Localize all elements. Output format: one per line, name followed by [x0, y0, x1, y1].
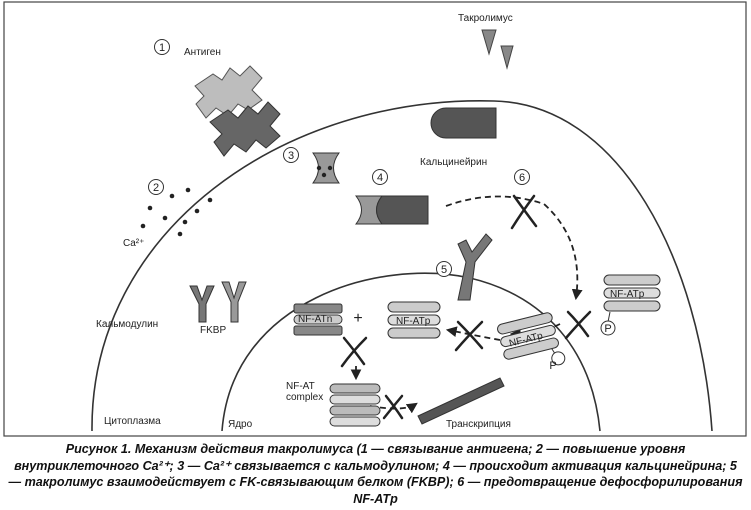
- step-6-label: 6: [519, 172, 525, 184]
- step-markers: 1 2 3 4 5 6: [148, 39, 530, 277]
- calmodulin-ca-complex: [312, 152, 340, 184]
- figure-frame: [3, 1, 747, 437]
- step-1-label: 1: [159, 42, 165, 54]
- calcium-ions: [140, 187, 213, 237]
- nfat-complex: [329, 383, 381, 427]
- fkbp-tacrolimus-complex: [457, 233, 493, 301]
- calcineurin-label: Кальцинейрин: [420, 157, 487, 168]
- dashed-arrows: [350, 195, 583, 414]
- nfatp-nucleus-label: NF-ATp: [396, 316, 431, 327]
- step-4-label: 4: [377, 172, 383, 184]
- fkbp-proteins: [189, 281, 247, 323]
- mechanism-diagram: 1 2 3 4 5 6 Антиген Такролимус Кальциней…: [3, 1, 747, 437]
- step-3-label: 3: [288, 150, 294, 162]
- cell-membrane: [91, 100, 713, 432]
- calcineurin-active: [354, 195, 429, 225]
- nfatp-membrane: [497, 312, 566, 366]
- nfatp-nucleus: [387, 301, 441, 339]
- nfatp-cytoplasm-label: NF-ATp: [610, 289, 645, 300]
- tacrolimus-label: Такролимус: [458, 13, 513, 24]
- nfatp-cytoplasm: [600, 274, 661, 336]
- nucleus-label: Ядро: [228, 419, 253, 430]
- cytoplasm-label: Цитоплазма: [104, 416, 161, 427]
- nfatn-label: NF-ATn: [298, 314, 332, 325]
- inhibition-marks: [340, 194, 592, 420]
- nfatn: [293, 303, 343, 336]
- nfat-complex-label-1: NF-AT: [286, 381, 315, 392]
- dna-strand: [417, 377, 505, 425]
- nfat-complex-label-2: complex: [286, 392, 323, 403]
- figure-caption: Рисунок 1. Механизм действия такролимуса…: [8, 442, 743, 506]
- calcineurin-inactive: [430, 107, 497, 139]
- step-2-label: 2: [153, 182, 159, 194]
- step-5-label: 5: [441, 264, 447, 276]
- fkbp-label: FKBP: [200, 325, 226, 336]
- nuclear-membrane: [221, 272, 601, 432]
- calmodulin-label: Кальмодулин: [96, 319, 158, 330]
- antigen-label: Антиген: [184, 47, 221, 58]
- antigen-receptor: [194, 65, 281, 157]
- phosphate-label-2: P: [549, 360, 556, 372]
- ca2-label: Ca²⁺: [123, 238, 144, 249]
- plus-sign: +: [353, 310, 362, 327]
- tacrolimus-molecules: [481, 29, 514, 70]
- phosphate-label-1: P: [604, 323, 611, 335]
- transcription-label: Транскрипция: [446, 419, 511, 430]
